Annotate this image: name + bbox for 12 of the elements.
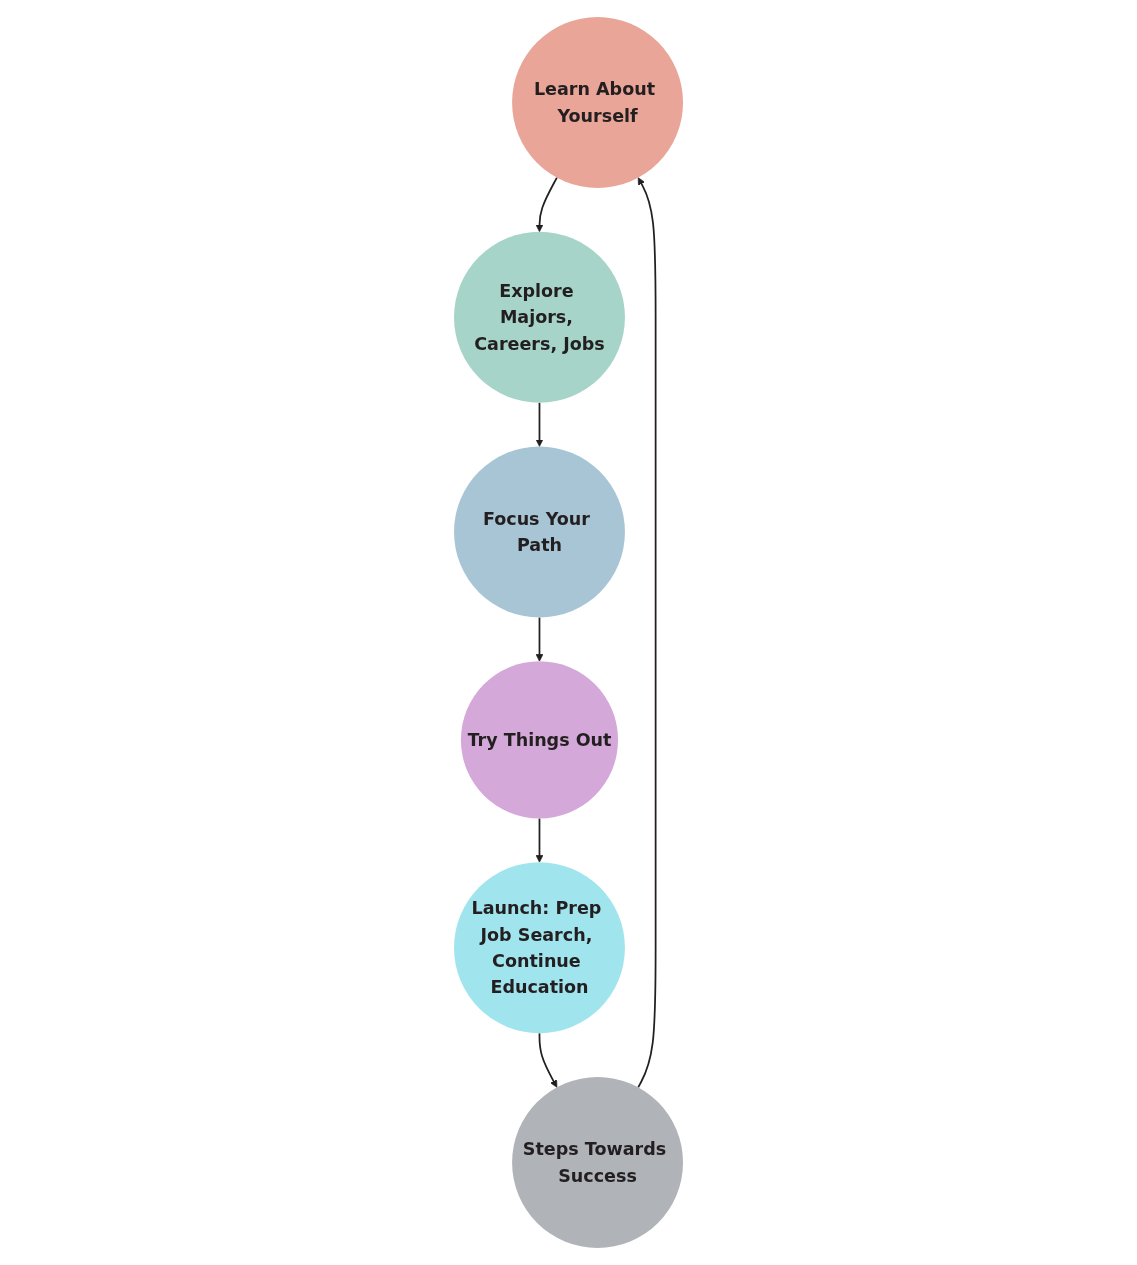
arrow (637, 177, 657, 1089)
arrow (535, 817, 544, 863)
arrow (535, 401, 544, 447)
node-circle: Steps Towards Success (512, 1077, 683, 1248)
node-circle: Try Things Out (460, 661, 619, 819)
node-circle: Learn About Yourself (512, 17, 683, 188)
arrow (535, 616, 544, 662)
node-circle: Focus Your Path (454, 446, 625, 618)
node-circle: Launch: Prep Job Search, Continue Education (454, 862, 625, 1034)
arrow (538, 1032, 558, 1088)
node-circle: Explore Majors, Careers, Jobs (454, 231, 625, 403)
arrow (535, 176, 558, 233)
